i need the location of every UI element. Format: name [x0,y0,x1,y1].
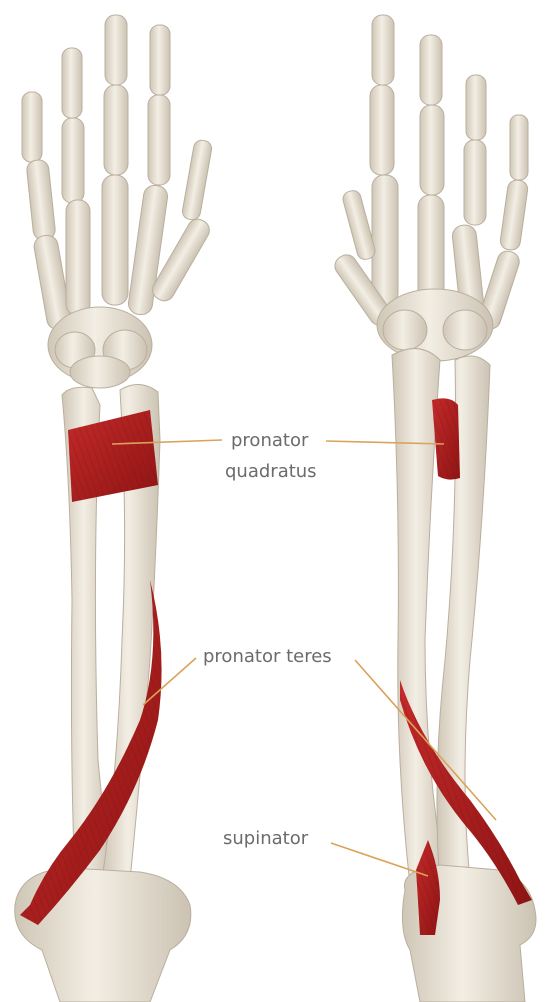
label-supinator: supinator [223,828,308,850]
right-hand-bones [331,15,529,361]
label-pronator-teres: pronator teres [203,646,332,668]
label-pronator-quadratus-line1: pronator [231,430,308,452]
label-pronator-quadratus-line2: quadratus [225,461,317,483]
left-forearm [15,15,213,1002]
left-hand-bones [22,15,213,388]
right-forearm-bones [392,349,536,1002]
